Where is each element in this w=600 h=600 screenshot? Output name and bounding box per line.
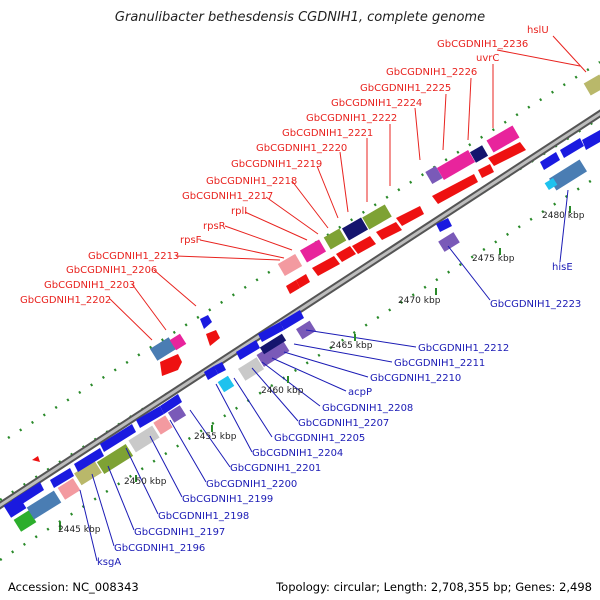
gene-label: hslU <box>527 25 549 36</box>
gene-label: GbCGDNIH1_2206 <box>66 265 157 276</box>
tick-label-2460: 2460 kbp <box>261 386 304 396</box>
gene-label: GbCGDNIH1_2211 <box>394 358 485 369</box>
gene-label: GbCGDNIH1_2218 <box>206 176 297 187</box>
tick-label-2465: 2465 kbp <box>330 341 373 351</box>
gene-forward <box>478 164 494 178</box>
gene-label: GbCGDNIH1_2202 <box>20 295 111 306</box>
gene-label: hisE <box>552 262 573 273</box>
kbp-tick-labels: 2445 kbp 2450 kbp 2455 kbp 2460 kbp 2465… <box>58 211 585 535</box>
map-title: Granulibacter bethesdensis CGDNIH1, comp… <box>114 10 486 25</box>
forward-connectors <box>109 35 587 341</box>
gene-label: GbCGDNIH1_2207 <box>298 418 389 429</box>
gene-label: rplI <box>231 206 247 217</box>
gene-forward <box>352 236 376 254</box>
gene-forward <box>432 174 478 204</box>
gene-label: GbCGDNIH1_2219 <box>231 159 322 170</box>
gene-label: GbCGDNIH1_2210 <box>370 373 461 384</box>
gene-forward <box>336 246 356 262</box>
gene-label: GbCGDNIH1_2222 <box>306 113 397 124</box>
gene-label: acpP <box>348 387 372 398</box>
gene-label: GbCGDNIH1_2203 <box>44 280 135 291</box>
tick-label-2475: 2475 kbp <box>472 254 515 264</box>
tick-label-2450: 2450 kbp <box>124 477 167 487</box>
gene-forward <box>312 256 340 276</box>
gene-label: GbCGDNIH1_2198 <box>158 511 249 522</box>
reverse-genes <box>3 130 600 532</box>
gene-label: GbCGDNIH1_2225 <box>360 83 451 94</box>
gene-label: GbCGDNIH1_2221 <box>282 128 373 139</box>
reverse-connectors <box>79 189 569 562</box>
gene-forward <box>200 315 212 329</box>
tick-label-2455: 2455 kbp <box>194 432 237 442</box>
gene-forward <box>396 206 424 226</box>
gene-label: GbCGDNIH1_2205 <box>274 433 365 444</box>
gene-label: uvrC <box>476 53 499 64</box>
gene-label: GbCGDNIH1_2204 <box>252 448 343 459</box>
gene-label: GbCGDNIH1_2224 <box>331 98 422 109</box>
reverse-labels: GbCGDNIH1_2212 GbCGDNIH1_2211 GbCGDNIH1_… <box>97 262 581 568</box>
gene-label: GbCGDNIH1_2213 <box>88 251 179 262</box>
gene-forward <box>160 354 182 376</box>
gene-label: GbCGDNIH1_2199 <box>182 494 273 505</box>
tick-marks <box>59 206 571 530</box>
gene-forward <box>169 333 187 351</box>
gene-label: rpsR <box>203 221 226 232</box>
gene-label: GbCGDNIH1_2212 <box>418 343 509 354</box>
gene-label: GbCGDNIH1_2201 <box>230 463 321 474</box>
gene-label: GbCGDNIH1_2226 <box>386 67 477 78</box>
gene-forward <box>149 337 177 361</box>
gene-label: GbCGDNIH1_2220 <box>256 143 347 154</box>
gene-label: rpsF <box>180 235 202 246</box>
gene-forward <box>206 330 220 346</box>
gene-label: GbCGDNIH1_2223 <box>490 299 581 310</box>
backbone <box>0 109 600 510</box>
accession-text: Accession: NC_008343 <box>8 580 139 594</box>
gene-label: ksgA <box>97 557 121 568</box>
forward-labels: hslU GbCGDNIH1_2236 uvrC GbCGDNIH1_2226 … <box>20 25 549 306</box>
tick-label-2445: 2445 kbp <box>58 525 101 535</box>
tick-label-2470: 2470 kbp <box>398 296 441 306</box>
gene-forward <box>376 222 402 240</box>
gene-forward <box>296 274 310 288</box>
tick-label-2480: 2480 kbp <box>542 211 585 221</box>
gene-forward <box>488 142 526 166</box>
gene-label: GbCGDNIH1_2197 <box>134 527 225 538</box>
gene-label: GbCGDNIH1_2196 <box>114 543 205 554</box>
gene-label: GbCGDNIH1_2217 <box>182 191 273 202</box>
gene-forward <box>286 280 300 294</box>
forward-genes <box>32 74 600 462</box>
gene-label: GbCGDNIH1_2208 <box>322 403 413 414</box>
gene-label: GbCGDNIH1_2236 <box>437 39 528 50</box>
genome-summary-text: Topology: circular; Length: 2,708,355 bp… <box>276 580 592 594</box>
gene-label: GbCGDNIH1_2200 <box>206 479 297 490</box>
